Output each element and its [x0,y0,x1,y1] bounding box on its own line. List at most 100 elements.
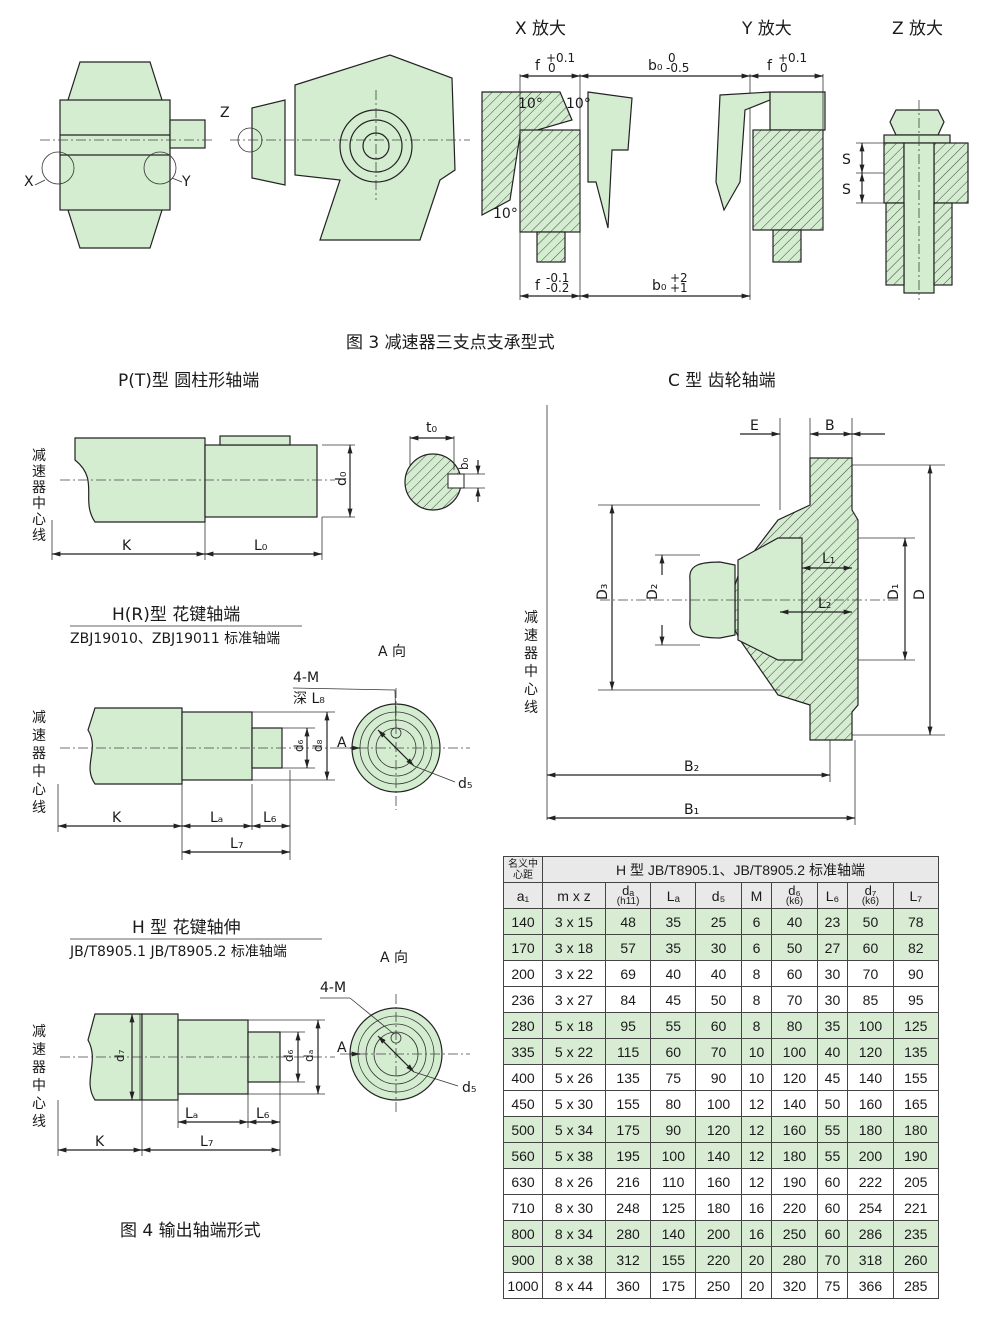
table-cell: 25 [695,908,742,935]
table-cell: 12 [740,1116,773,1143]
table-header-cell: m x z [542,882,606,909]
dim-f-top: f [535,58,541,74]
table-cell: 50 [695,986,742,1013]
angle-label-1: 10° [518,96,543,112]
hr-a-marker: A [337,735,347,751]
pt-dim-t0: t₀ [426,420,437,436]
pt-dim-k: K [122,538,132,554]
table-cell: 800 [503,1220,543,1247]
hr-a-view-title: A 向 [378,644,406,660]
table-header-cell: d₆(k6) [771,882,818,909]
table-cell: 5 x 26 [542,1064,606,1091]
table-cell: 280 [771,1246,818,1273]
table-cell: 160 [847,1090,894,1117]
table-cell: 95 [892,986,940,1013]
table-cell: 900 [503,1246,543,1273]
table-header-cell: d₅ [695,882,742,909]
h-dim-l6: L₆ [256,1106,270,1122]
table-cell: 8 x 38 [542,1246,606,1273]
table-cell: 140 [503,908,543,935]
table-corner-header: 名义中 心距 [503,856,543,883]
table-cell: 250 [695,1272,742,1299]
c-dim-d2: D₂ [645,584,661,600]
c-dim-l2: L₂ [818,596,831,612]
table-cell: 3 x 15 [542,908,606,935]
table-cell: 180 [847,1116,894,1143]
table-cell: 12 [740,1090,773,1117]
c-dim-b1: B₁ [684,802,699,818]
table-cell: 195 [604,1142,652,1169]
table-cell: 70 [816,1246,849,1273]
table-group-title: H 型 JB/T8905.1、JB/T8905.2 标准轴端 [542,856,939,883]
table-cell: 180 [695,1194,742,1221]
table-cell: 180 [892,1116,940,1143]
h-dim-l7: L₇ [200,1134,213,1150]
table-cell: 200 [503,960,543,987]
table-cell: 221 [892,1194,940,1221]
table-header-cell: a₁ [503,882,543,909]
table-cell: 90 [695,1064,742,1091]
label-z: Z [220,105,230,121]
pt-dim-b0: b₀ [457,457,471,470]
table-cell: 60 [816,1168,849,1195]
table-cell: 10 [740,1038,773,1065]
table-cell: 8 [740,1012,773,1039]
table-cell: 10 [740,1064,773,1091]
table-cell: 30 [816,986,849,1013]
hr-dim-l6: L₆ [263,810,277,826]
table-cell: 6 [740,908,773,935]
table-cell: 75 [816,1272,849,1299]
hr-dim-d5: d₅ [458,776,473,792]
c-gear-hub-drawing [546,405,945,825]
figure-3-caption: 图 3 减速器三支点支承型式 [346,333,555,353]
h-a-marker: A [337,1040,347,1056]
label-y: Y [181,174,191,190]
pt-type-title: P(T)型 圆柱形轴端 [118,371,259,391]
table-cell: 120 [695,1116,742,1143]
table-cell: 318 [847,1246,894,1273]
dim-f-bot-tol-dn: -0.2 [546,281,569,295]
table-cell: 160 [695,1168,742,1195]
table-cell: 140 [650,1220,697,1247]
table-cell: 286 [847,1220,894,1247]
h-dim-da: dₐ [302,1050,316,1062]
hr-type-title: H(R)型 花键轴端 [112,605,240,625]
table-cell: 70 [771,986,818,1013]
dim-b0-bot: b₀ [652,278,667,294]
table-cell: 5 x 22 [542,1038,606,1065]
c-dim-d: D [912,589,928,600]
dim-f-y-tol-up: +0.1 [778,51,807,65]
c-dim-e: E [750,418,759,434]
c-dim-d3: D₃ [595,584,611,600]
table-cell: 175 [604,1116,652,1143]
table-cell: 366 [847,1272,894,1299]
h-dim-k: K [95,1134,105,1150]
table-cell: 160 [771,1116,818,1143]
label-x: X [24,174,34,190]
table-cell: 60 [816,1194,849,1221]
table-cell: 50 [816,1090,849,1117]
hr-type-subtitle: ZBJ19010、ZBJ19011 标准轴端 [70,631,280,647]
table-cell: 75 [650,1064,697,1091]
table-cell: 120 [771,1064,818,1091]
c-dim-l1: L₁ [822,551,835,567]
table-cell: 250 [771,1220,818,1247]
table-cell: 50 [771,934,818,961]
hr-dim-d6: d₆ [292,739,306,752]
table-cell: 100 [771,1038,818,1065]
table-cell: 312 [604,1246,652,1273]
table-cell: 40 [695,960,742,987]
table-cell: 190 [892,1142,940,1169]
table-cell: 55 [816,1116,849,1143]
h-4m-label: 4-M [320,980,346,996]
